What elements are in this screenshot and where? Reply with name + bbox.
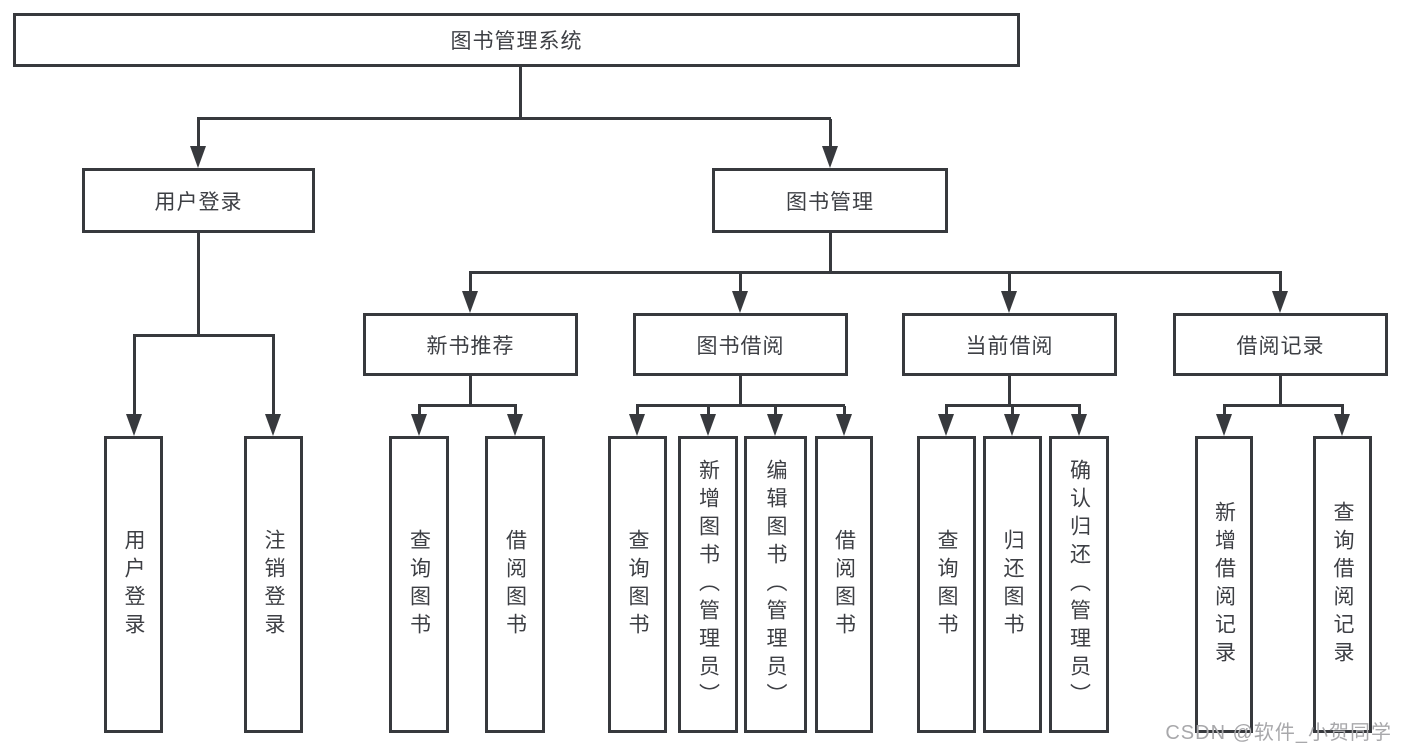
node-borrow-record-label: 借阅记录 [1236, 334, 1325, 358]
leaf-recommend-borrow-book-label: 借阅图书 [503, 528, 527, 641]
node-book-borrow: 图书借阅 [633, 313, 848, 376]
connector-line [829, 233, 832, 273]
arrow-down-icon [938, 414, 954, 436]
arrow-down-icon [1004, 414, 1020, 436]
node-new-book-recommend-label: 新书推荐 [426, 334, 515, 358]
arrow-down-icon [126, 414, 142, 436]
node-user-login-label: 用户登录 [154, 190, 243, 214]
connector-line [1223, 406, 1226, 416]
connector-line [272, 336, 275, 416]
arrow-down-icon [1334, 414, 1350, 436]
connector-line [739, 376, 742, 405]
connector-line [774, 406, 777, 416]
node-root: 图书管理系统 [13, 13, 1020, 67]
arrow-down-icon [462, 291, 478, 313]
leaf-recommend-search-book-label: 查询图书 [407, 528, 431, 641]
leaf-confirm-return-admin-label: 确认归还（管理员） [1067, 458, 1091, 711]
connector-line [636, 406, 639, 416]
connector-line [945, 406, 948, 416]
arrow-down-icon [822, 146, 838, 168]
node-new-book-recommend: 新书推荐 [363, 313, 578, 376]
connector-line [1008, 376, 1011, 405]
node-book-management: 图书管理 [712, 168, 948, 233]
connector-line [197, 119, 200, 149]
leaf-logout-label: 注销登录 [262, 528, 286, 641]
arrow-down-icon [836, 414, 852, 436]
connector-line [707, 406, 710, 416]
arrow-down-icon [1272, 291, 1288, 313]
connector-line [829, 119, 832, 149]
leaf-logout: 注销登录 [244, 436, 303, 733]
leaf-borrow-search-book-label: 查询图书 [626, 528, 650, 641]
connector-line [418, 406, 421, 416]
leaf-borrow-book: 借阅图书 [815, 436, 873, 733]
arrow-down-icon [411, 414, 427, 436]
connector-line [1008, 273, 1011, 292]
connector-line [1078, 406, 1081, 416]
leaf-confirm-return-admin: 确认归还（管理员） [1049, 436, 1109, 733]
leaf-user-login: 用户登录 [104, 436, 163, 733]
connector-line [1279, 376, 1282, 405]
node-book-management-label: 图书管理 [786, 190, 874, 214]
connector-line [469, 271, 1282, 274]
connector-line [636, 404, 845, 407]
leaf-user-login-label: 用户登录 [122, 528, 146, 641]
leaf-search-borrow-record-label: 查询借阅记录 [1331, 500, 1355, 669]
leaf-recommend-search-book: 查询图书 [389, 436, 449, 733]
node-current-borrow-label: 当前借阅 [965, 334, 1054, 358]
arrow-down-icon [1001, 291, 1017, 313]
connector-line [843, 406, 846, 416]
connector-line [1223, 404, 1344, 407]
node-user-login: 用户登录 [82, 168, 315, 233]
leaf-search-borrow-record: 查询借阅记录 [1313, 436, 1372, 733]
connector-line [418, 404, 517, 407]
arrow-down-icon [507, 414, 523, 436]
connector-line [197, 117, 831, 120]
arrow-down-icon [732, 291, 748, 313]
leaf-current-search-book-label: 查询图书 [935, 528, 959, 641]
leaf-add-borrow-record: 新增借阅记录 [1195, 436, 1253, 733]
connector-line [739, 273, 742, 292]
node-borrow-record: 借阅记录 [1173, 313, 1388, 376]
arrow-down-icon [190, 146, 206, 168]
connector-line [945, 404, 1081, 407]
connector-line [133, 336, 136, 416]
arrow-down-icon [700, 414, 716, 436]
connector-line [197, 233, 200, 336]
connector-line [469, 273, 472, 292]
leaf-add-book-admin-label: 新增图书（管理员） [696, 458, 720, 711]
connector-line [1341, 406, 1344, 416]
node-current-borrow: 当前借阅 [902, 313, 1117, 376]
node-root-label: 图书管理系统 [450, 30, 583, 53]
arrow-down-icon [767, 414, 783, 436]
leaf-return-book: 归还图书 [983, 436, 1042, 733]
connector-line [133, 334, 275, 337]
leaf-edit-book-admin-label: 编辑图书（管理员） [764, 458, 788, 711]
arrow-down-icon [1216, 414, 1232, 436]
arrow-down-icon [1071, 414, 1087, 436]
arrow-down-icon [265, 414, 281, 436]
leaf-edit-book-admin: 编辑图书（管理员） [744, 436, 807, 733]
connector-line [519, 67, 522, 119]
connector-line [1011, 406, 1014, 416]
connector-line [1279, 273, 1282, 292]
leaf-borrow-search-book: 查询图书 [608, 436, 667, 733]
connector-line [469, 376, 472, 405]
arrow-down-icon [629, 414, 645, 436]
leaf-recommend-borrow-book: 借阅图书 [485, 436, 545, 733]
leaf-add-book-admin: 新增图书（管理员） [678, 436, 738, 733]
leaf-borrow-book-label: 借阅图书 [832, 528, 856, 641]
node-book-borrow-label: 图书借阅 [696, 334, 785, 358]
leaf-add-borrow-record-label: 新增借阅记录 [1212, 500, 1236, 669]
leaf-return-book-label: 归还图书 [1001, 528, 1025, 641]
csdn-watermark: CSDN @软件_小贺同学 [1165, 722, 1392, 744]
leaf-current-search-book: 查询图书 [917, 436, 976, 733]
connector-line [514, 406, 517, 416]
